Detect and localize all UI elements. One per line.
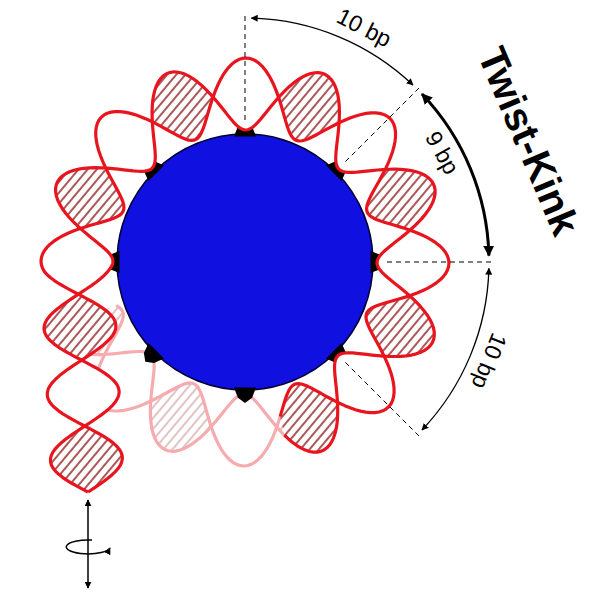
dna-ribbon-fill: [50, 425, 122, 492]
length-label: 10 bp: [334, 4, 396, 51]
dna-behind-fill: [150, 383, 212, 451]
dna-ribbon-strand: [44, 72, 435, 492]
dna-ribbon-fill: [41, 226, 113, 296]
guide-line: [345, 362, 421, 438]
dna-ribbon: [41, 58, 449, 492]
guide-line: [245, 12, 246, 120]
dna-ribbon-fill: [277, 73, 340, 141]
guide-line: [345, 85, 421, 161]
length-arc: [422, 268, 489, 430]
dna-ribbon-fill: [210, 58, 281, 130]
dna-ribbon-fill: [377, 227, 449, 298]
dna-ribbon-fill: [151, 72, 214, 140]
figure-heading: Twist-Kink: [472, 42, 587, 241]
dna-ribbon-fill: [44, 292, 116, 362]
dna-ribbon-fill: [47, 359, 119, 429]
dna-ribbon-strand: [41, 58, 449, 492]
guide-line: [387, 262, 495, 263]
dna-behind-fill: [209, 394, 280, 466]
rotation-arrow: [66, 540, 110, 554]
histone-core: [117, 134, 373, 390]
length-arc: [422, 94, 489, 256]
dna-ribbon-fill: [366, 294, 434, 357]
kink-marker: [234, 388, 256, 404]
dna-ribbon-fill: [56, 167, 124, 230]
length-label: 10 bp: [467, 330, 510, 392]
length-label: 9 bp: [421, 128, 463, 178]
rotation-axis: [87, 500, 89, 588]
kink-marker: [144, 343, 164, 363]
